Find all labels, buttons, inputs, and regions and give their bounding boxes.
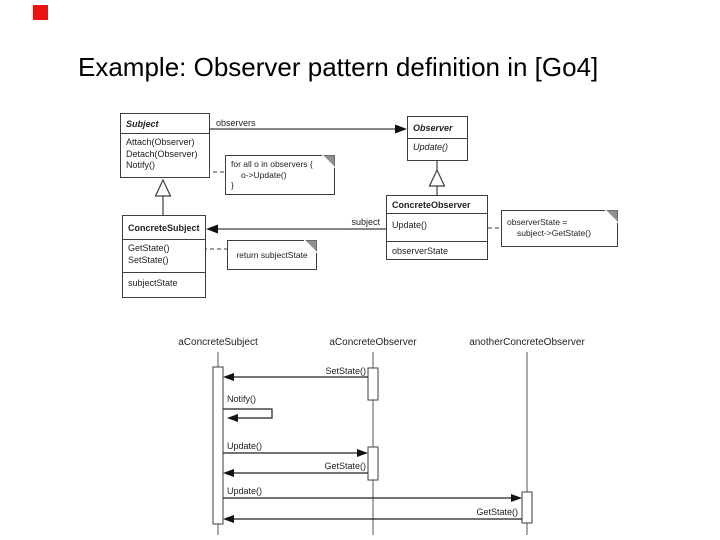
method-getstate: GetState() [128,243,170,253]
message-label-getstate2: GetState() [476,507,518,517]
note-update-line1: observerState = [507,217,568,227]
note-getstate-line1: return subjectState [236,250,308,260]
class-name-concrete-subject: ConcreteSubject [123,216,205,240]
class-box-concrete-observer: ConcreteObserver Update() observerState [386,195,488,260]
observers-arrowhead [395,124,407,134]
message-arrowhead-getstate1 [223,469,234,477]
method-setstate: SetState() [128,254,169,265]
activation-bar-another [521,491,533,524]
observer-inheritance-triangle [428,168,446,187]
class-methods-subject: Attach(Observer) Detach(Observer) Notify… [121,134,209,172]
note-update-line2: subject->GetState() [517,227,591,238]
attr-observerstate: observerState [392,246,449,256]
note-fold-icon [605,210,618,223]
note-update: observerState = subject->GetState() [501,210,618,247]
class-methods-concrete-subject: GetState() SetState() [123,240,205,273]
class-methods-observer: Update() [408,139,467,154]
class-box-observer: Observer Update() [407,116,468,161]
note-notify-line2: o->Update() [241,169,287,180]
class-attrs-concrete-observer: observerState [387,242,487,258]
class-box-concrete-subject: ConcreteSubject GetState() SetState() su… [122,215,206,298]
message-label-update2: Update() [227,486,263,496]
activation-bar-observer-1 [367,367,379,401]
activation-bar-subject [212,366,224,525]
note-notify-line1: for all o in observers { [231,159,313,169]
accent-square [33,5,48,20]
message-arrowhead-setstate [223,373,234,381]
message-label-getstate1: GetState() [324,461,366,471]
message-arrowhead-update2 [511,494,522,502]
attr-subjectstate: subjectState [128,278,178,288]
label-subject: subject [351,217,380,227]
message-arrowhead-getstate2 [223,515,234,523]
note-getstate: return subjectState [227,240,317,270]
method-notify: Notify() [126,160,155,170]
note-notify-line3: } [231,180,234,190]
message-label-notify: Notify() [227,394,256,404]
label-observers: observers [216,118,256,128]
lifeline-label-another: anotherConcreteObserver [469,337,585,348]
message-arrowhead-update1 [357,449,368,457]
activation-bar-observer-2 [367,446,379,481]
note-fold-icon [322,155,335,168]
message-arrowhead-notify [227,414,238,422]
class-attrs-concrete-subject: subjectState [123,273,205,290]
slide-title: Example: Observer pattern definition in … [78,52,599,82]
class-name-observer: Observer [408,117,467,139]
class-name-concrete-observer: ConcreteObserver [387,196,487,214]
message-label-setstate: SetState() [325,366,366,376]
lifeline-label-observer: aConcreteObserver [329,337,417,348]
note-fold-icon [304,240,317,253]
message-label-update1: Update() [227,441,263,451]
class-box-subject: Subject Attach(Observer) Detach(Observer… [120,113,210,178]
method-update-abstract: Update() [413,142,449,152]
subject-inheritance-triangle [154,178,172,197]
method-detach: Detach(Observer) [126,148,198,159]
lifeline-label-subject: aConcreteSubject [178,337,258,348]
class-name-subject: Subject [121,114,209,134]
method-update: Update() [392,220,428,230]
message-line-notify-self [223,408,273,419]
note-notify: for all o in observers { o->Update() } [225,155,335,195]
method-attach: Attach(Observer) [126,137,195,147]
subject-arrowhead [206,224,218,234]
class-methods-concrete-observer: Update() [387,214,487,242]
